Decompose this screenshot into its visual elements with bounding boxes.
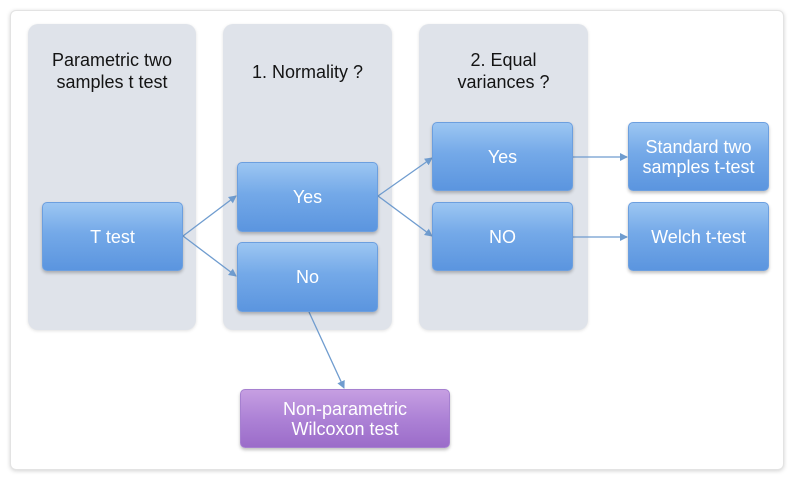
column-title-parametric: Parametric two samples t test <box>51 50 173 92</box>
arrow-ttest-to-no <box>182 235 237 277</box>
column-title-equal-variances: 2. Equal variances ? <box>457 50 550 92</box>
node-welch-t-test: Welch t-test <box>628 202 769 271</box>
arrow-no-to-wilcoxon <box>308 311 345 389</box>
column-parametric: Parametric two samples t test <box>28 24 196 330</box>
node-variance-no: NO <box>432 202 573 271</box>
node-variance-yes: Yes <box>432 122 573 191</box>
node-t-test: T test <box>42 202 183 271</box>
arrow-yes-to-var-no <box>377 195 433 237</box>
node-normality-yes: Yes <box>237 162 378 232</box>
arrow-yes-to-var-yes <box>377 157 433 197</box>
arrow-ttest-to-yes <box>182 195 237 237</box>
node-normality-no: No <box>237 242 378 312</box>
node-wilcoxon-test: Non-parametric Wilcoxon test <box>240 389 450 448</box>
node-standard-t-test: Standard two samples t-test <box>628 122 769 191</box>
column-title-normality: 1. Normality ? <box>251 62 364 82</box>
